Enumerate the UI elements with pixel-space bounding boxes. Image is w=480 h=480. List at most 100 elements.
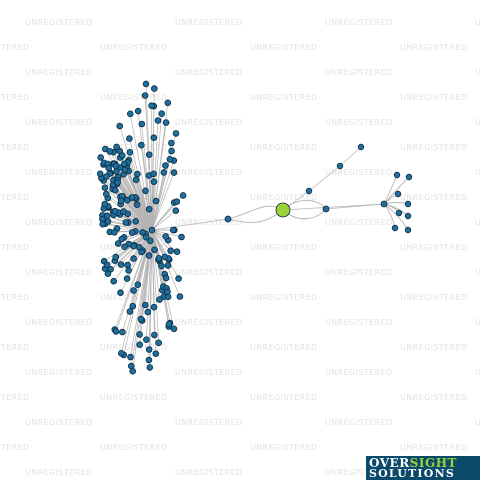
peripheral-node <box>112 162 120 170</box>
peripheral-node <box>130 287 137 294</box>
peripheral-node <box>142 233 150 241</box>
watermark-text: UNREGISTERED <box>25 468 93 477</box>
watermark-text: UNREGISTERED <box>0 193 30 202</box>
watermark-text: UNREGISTERED <box>325 18 393 27</box>
watermark-text: UNREGISTERED <box>250 143 318 152</box>
watermark-text: UNREGISTERED <box>0 293 30 302</box>
peripheral-node <box>117 197 125 205</box>
watermark-text: UNREGISTERED <box>175 418 243 427</box>
peripheral-node <box>101 200 109 208</box>
watermark-text: UNREGISTERED <box>25 418 93 427</box>
peripheral-node <box>152 197 160 205</box>
peripheral-node <box>132 176 140 184</box>
watermark-text: UNREGISTERED <box>0 93 30 102</box>
watermark-text: UNREGISTERED <box>100 393 168 402</box>
cluster-hub-node <box>148 226 156 234</box>
peripheral-node <box>150 134 158 142</box>
watermark-text: UNREGISTERED <box>475 18 480 27</box>
peripheral-node <box>165 320 173 328</box>
watermark-text: UNREGISTERED <box>175 168 243 177</box>
right-edge <box>282 203 385 211</box>
watermark-text: UNREGISTERED <box>325 468 393 477</box>
peripheral-node <box>118 235 126 243</box>
peripheral-node <box>164 288 171 296</box>
cluster-edge <box>151 172 175 231</box>
peripheral-node <box>145 346 153 353</box>
peripheral-node <box>128 229 136 236</box>
peripheral-node <box>137 315 145 323</box>
peripheral-node <box>130 255 137 262</box>
peripheral-node <box>179 192 187 199</box>
peripheral-node <box>121 243 128 251</box>
watermark-text: UNREGISTERED <box>0 343 30 352</box>
watermark-text: UNREGISTERED <box>100 343 168 352</box>
logo-sight: SIGHT <box>409 456 457 470</box>
watermark-text: UNREGISTERED <box>0 243 30 252</box>
cluster-edge <box>146 229 153 340</box>
watermark-text: UNREGISTERED <box>0 143 30 152</box>
peripheral-node <box>178 233 185 241</box>
peripheral-node <box>169 226 177 234</box>
peripheral-node <box>122 219 130 226</box>
peripheral-node <box>114 179 121 186</box>
peripheral-node <box>120 208 127 215</box>
watermark-text: UNREGISTERED <box>25 368 93 377</box>
peripheral-node <box>145 151 153 159</box>
peripheral-node <box>132 218 140 225</box>
peripheral-node <box>144 308 152 316</box>
cluster-edge <box>130 229 153 358</box>
peripheral-node <box>147 237 154 245</box>
watermark-text: UNREGISTERED <box>475 168 480 177</box>
cluster-edge <box>140 145 153 231</box>
peripheral-node <box>125 267 132 274</box>
nodes-group <box>96 80 413 375</box>
peripheral-node <box>152 350 160 358</box>
peripheral-node <box>97 154 104 161</box>
watermark-text: UNREGISTERED <box>25 18 93 27</box>
cluster-edge <box>151 160 175 231</box>
watermark-text: UNREGISTERED <box>250 393 318 402</box>
right-node <box>391 224 399 232</box>
peripheral-node <box>104 270 112 278</box>
watermark-text: UNREGISTERED <box>100 43 168 52</box>
peripheral-node <box>134 170 141 178</box>
watermark-text: UNREGISTERED <box>175 218 243 227</box>
cluster-edge <box>104 203 153 231</box>
watermark-text: UNREGISTERED <box>400 393 468 402</box>
watermark-text: UNREGISTERED <box>250 343 318 352</box>
peripheral-node <box>142 80 150 88</box>
peripheral-node <box>127 110 134 118</box>
peripheral-node <box>112 187 119 194</box>
watermark-text: UNREGISTERED <box>325 118 393 127</box>
peripheral-node <box>113 168 120 175</box>
peripheral-node <box>173 198 181 206</box>
peripheral-node <box>117 261 125 268</box>
watermark-text: UNREGISTERED <box>250 293 318 302</box>
peripheral-node <box>113 143 120 151</box>
peripheral-node <box>103 190 110 198</box>
peripheral-node <box>145 205 153 213</box>
peripheral-node <box>134 107 142 115</box>
right-node <box>404 200 412 208</box>
cluster-edge <box>122 229 153 333</box>
peripheral-node <box>96 170 104 178</box>
watermark-text: UNREGISTERED <box>175 468 243 477</box>
watermark-text: UNREGISTERED <box>400 243 468 252</box>
watermark-text: UNREGISTERED <box>25 218 93 227</box>
peripheral-node <box>148 102 155 109</box>
cluster-edge <box>151 229 169 259</box>
peripheral-node <box>135 244 143 251</box>
right-edge <box>383 174 398 205</box>
watermark-text: UNREGISTERED <box>0 393 30 402</box>
peripheral-node <box>99 220 106 228</box>
peripheral-node <box>138 141 145 149</box>
oversight-logo: OVERSIGHT SOLUTIONS <box>366 456 480 480</box>
peripheral-node <box>121 166 129 174</box>
peripheral-node <box>164 262 172 269</box>
cluster-edge <box>123 229 153 355</box>
watermark-text: UNREGISTERED <box>0 43 30 52</box>
watermark-text: UNREGISTERED <box>25 118 93 127</box>
peripheral-node <box>167 247 174 255</box>
peripheral-node <box>162 233 170 240</box>
peripheral-node <box>136 331 143 338</box>
